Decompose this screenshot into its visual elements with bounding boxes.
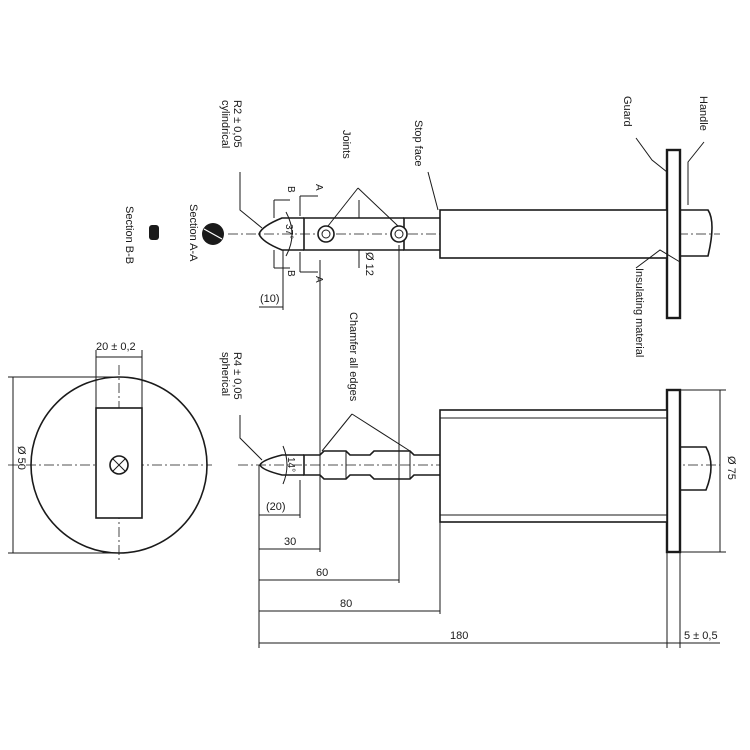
upper-joint-1 (317, 225, 335, 243)
horizontal-dimension-texts: 20 ± 0,2 (10) (20) 30 60 80 180 5 ± 0,5 (96, 293, 718, 642)
dim-dia50: Ø 50 (15, 446, 27, 470)
leader-joints-1 (327, 187, 359, 227)
lower-handle (680, 446, 712, 491)
dim-angle-14: 14° (285, 457, 296, 472)
dim-width-20: 20 ± 0,2 (96, 341, 136, 353)
angle-14-arc (282, 445, 288, 485)
lower-guard (665, 388, 682, 554)
label-chamfer: Chamfer all edges (347, 312, 359, 402)
label-r4-value: R4 ± 0,05 (231, 352, 243, 400)
leader-r4 (239, 415, 263, 461)
dim-len-60: 60 (316, 567, 328, 579)
label-r2-value: R2 ± 0,05 (231, 100, 243, 148)
leader-insulating (635, 249, 681, 269)
lower-finger-view (238, 388, 720, 554)
upper-joint-2 (390, 225, 408, 243)
upper-finger-tip (258, 217, 304, 251)
leader-joints-2 (357, 187, 399, 227)
mark-a-top: A (313, 184, 324, 191)
mark-a-bottom: A (313, 276, 324, 283)
upper-handle (680, 209, 713, 257)
mark-b-bottom: B (285, 270, 296, 277)
upper-joint-2-inner (394, 229, 404, 239)
upper-guard (665, 148, 682, 320)
label-r2-type: cylindrical (219, 100, 231, 148)
dim-angle-37: 37° (283, 224, 294, 239)
upper-joint-1-inner (321, 229, 331, 239)
dim-len-80: 80 (340, 598, 352, 610)
upper-insulating-body (439, 209, 668, 259)
label-r4-type: spherical (219, 352, 231, 396)
dim-len-30: 30 (284, 536, 296, 548)
lower-finger-tip (259, 454, 304, 476)
mark-b-top: B (285, 186, 296, 193)
leader-stop-face (427, 171, 439, 211)
dim-len-20: (20) (266, 501, 286, 513)
end-view-insulating-body (95, 407, 143, 519)
label-handle: Handle (697, 96, 709, 131)
dim-len-10: (10) (260, 293, 280, 305)
lower-insulating-body (439, 409, 668, 523)
label-section-aa: Section A-A (187, 204, 199, 262)
section-bb-symbol (149, 225, 159, 240)
section-views (149, 223, 224, 245)
section-aa-hatch (203, 228, 223, 240)
upper-finger-segment-2 (303, 217, 404, 251)
lower-finger-body (303, 450, 440, 480)
leader-lines (239, 137, 705, 461)
dim-len-180: 180 (450, 630, 468, 642)
upper-finger-view (228, 148, 720, 320)
dim-guard-5: 5 ± 0,5 (684, 630, 718, 642)
rotated-labels: Handle Guard Stop face Joints Insulating… (15, 96, 737, 480)
label-stop-face: Stop face (412, 120, 424, 166)
leader-r2 (239, 172, 263, 229)
length-dimensions (258, 245, 720, 648)
label-insulating-material: Insulating material (633, 268, 645, 357)
end-view (8, 350, 212, 562)
label-section-bb: Section B-B (123, 206, 135, 264)
end-view-tip-cross-2 (112, 458, 126, 472)
end-view-finger-tip (109, 455, 129, 475)
dim-dia12: Ø 12 (363, 252, 375, 276)
angle-37-arc (285, 211, 293, 257)
label-guard: Guard (621, 96, 633, 127)
leader-chamfer-1 (321, 413, 353, 452)
leader-chamfer-2 (351, 413, 411, 452)
leader-guard (635, 137, 668, 173)
label-joints: Joints (340, 130, 352, 159)
leader-handle (687, 141, 705, 205)
dim-dia75: Ø 75 (725, 456, 737, 480)
dia75-dimension (680, 389, 726, 553)
